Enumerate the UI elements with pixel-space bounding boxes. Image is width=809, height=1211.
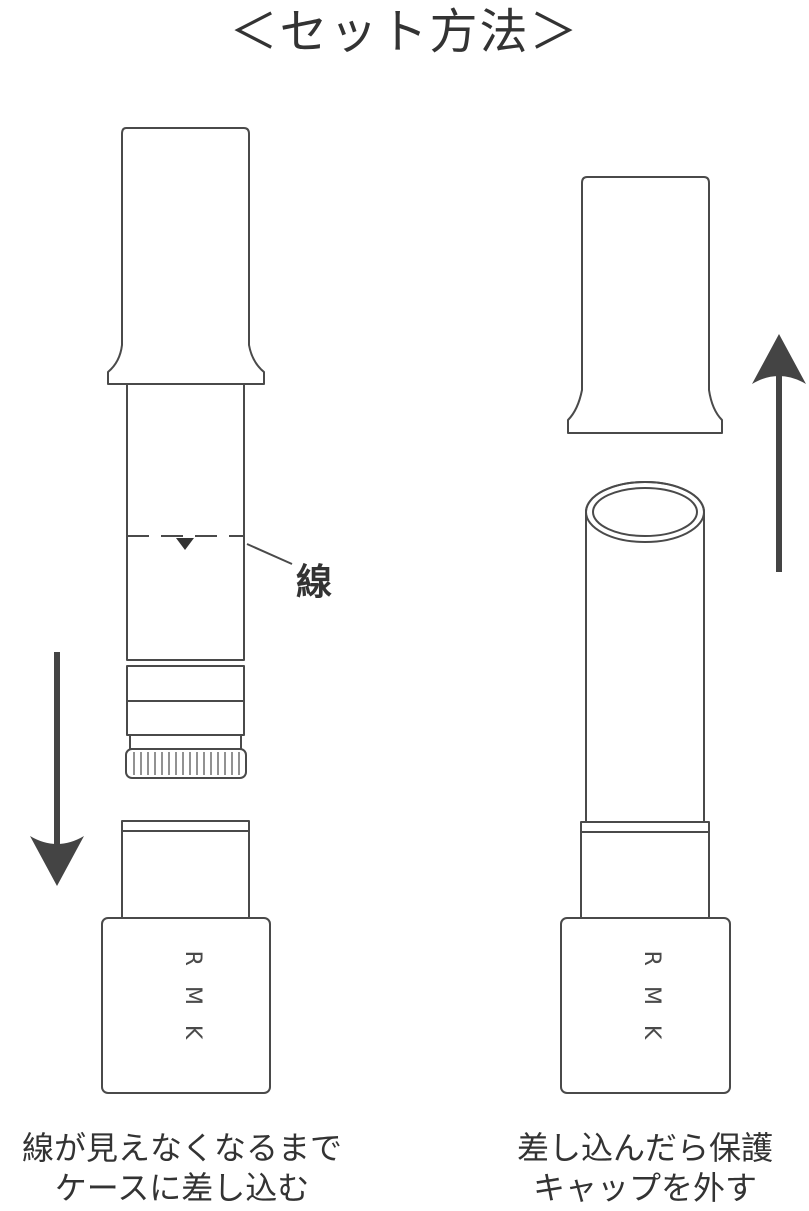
bullet-top bbox=[585, 481, 705, 543]
refill-cartridge-right bbox=[567, 176, 723, 823]
lipstick-case-left bbox=[101, 820, 271, 1094]
knurled-dial bbox=[125, 748, 247, 779]
protective-cap-left bbox=[107, 127, 265, 385]
refill-cartridge-left bbox=[107, 127, 293, 779]
refill-tube-left bbox=[126, 383, 245, 661]
case-body-right bbox=[560, 917, 731, 1094]
refill-collar-left bbox=[126, 665, 245, 702]
triangle-marker-icon bbox=[176, 538, 194, 550]
line-label: 線 bbox=[296, 562, 332, 603]
refill-neck-left bbox=[129, 734, 242, 750]
svg-text:RMK: RMK bbox=[639, 951, 664, 1060]
page-title: ＜セット方法＞ bbox=[229, 4, 580, 60]
caption-line-2: ケースに差し込む bbox=[54, 1169, 310, 1207]
step-caption-insert: 線が見えなくなるまで ケースに差し込む bbox=[0, 1128, 382, 1208]
lipstick-case-right bbox=[560, 821, 731, 1094]
brand-logo-left: RMK bbox=[180, 951, 205, 1060]
caption-line-2: キャップを外す bbox=[532, 1169, 757, 1207]
arrow-up-icon bbox=[752, 334, 806, 572]
brand-logo-right: RMK bbox=[639, 951, 664, 1060]
case-body-left bbox=[101, 917, 271, 1094]
arrow-down-icon bbox=[30, 652, 84, 886]
protective-cap-right bbox=[567, 176, 723, 434]
line-label-leader bbox=[246, 543, 293, 565]
svg-text:RMK: RMK bbox=[180, 951, 205, 1060]
caption-line-1: 線が見えなくなるまで bbox=[21, 1129, 342, 1167]
step-caption-remove-cap: 差し込んだら保護 キャップを外す bbox=[445, 1128, 809, 1208]
caption-line-1: 差し込んだら保護 bbox=[516, 1129, 773, 1167]
refill-collar-lower-left bbox=[126, 700, 245, 736]
